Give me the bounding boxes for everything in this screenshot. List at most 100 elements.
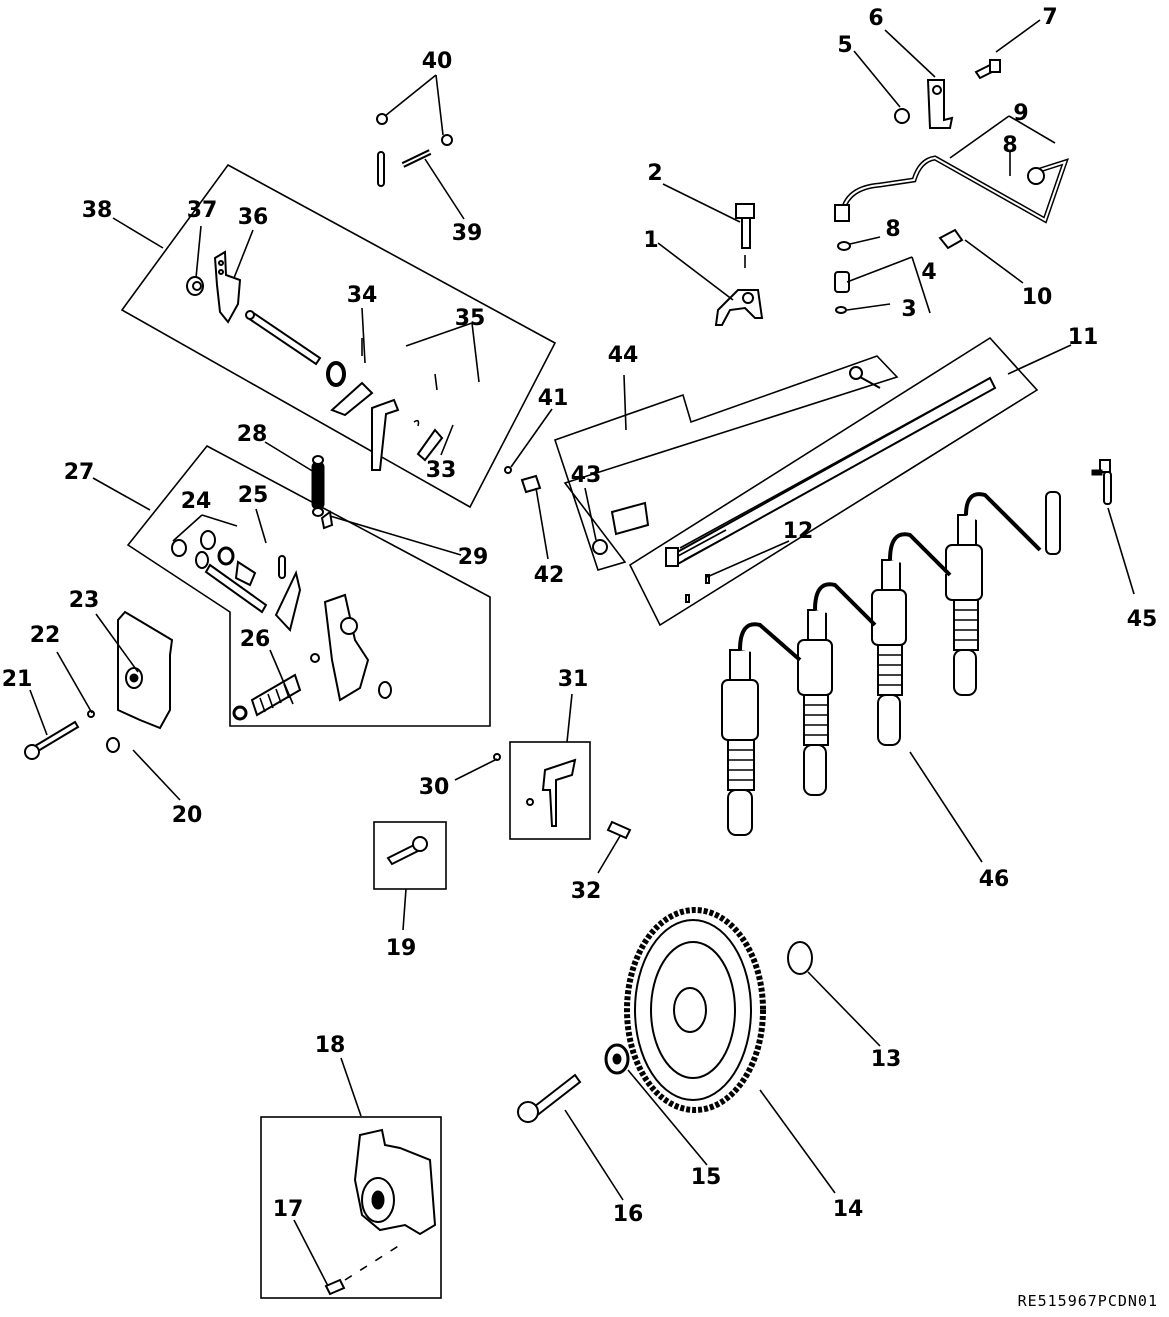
part-31-lever — [526, 758, 577, 827]
group-box-31 — [509, 741, 591, 840]
part-5-spacer — [894, 108, 910, 124]
injection-pump-1 — [721, 649, 759, 836]
callout-35: 35 — [455, 306, 486, 331]
part-11-control-rack — [665, 376, 997, 567]
part-41-clip — [504, 466, 512, 474]
group-box-18 — [260, 1116, 442, 1299]
callout-34: 34 — [347, 283, 378, 308]
part-13-oring — [787, 941, 813, 975]
callout-16: 16 — [613, 1202, 644, 1227]
part-governor-internals — [204, 555, 392, 702]
callout-43: 43 — [571, 463, 602, 488]
callout-5: 5 — [837, 33, 852, 58]
callout-22: 22 — [30, 623, 61, 648]
part-44-sensor — [849, 366, 881, 389]
reference-code: RE515967PCDN01 — [1018, 1292, 1158, 1310]
part-10-fitting — [938, 228, 964, 250]
callout-38: 38 — [82, 198, 113, 223]
part-42-pin — [520, 474, 542, 494]
injection-pump-4 — [945, 514, 983, 696]
callout-6: 6 — [868, 6, 883, 31]
callout-7: 7 — [1042, 5, 1057, 30]
part-28-spring — [311, 455, 325, 517]
part-34-seal — [326, 361, 346, 387]
part-6-bracket — [926, 79, 954, 129]
callout-31: 31 — [558, 667, 589, 692]
callout-36: 36 — [238, 205, 269, 230]
part-9-nut — [834, 204, 850, 222]
callout-28: 28 — [237, 422, 268, 447]
injection-pump-3 — [871, 559, 907, 746]
part-16-bolt — [517, 1073, 582, 1123]
callout-26: 26 — [240, 627, 271, 652]
callout-11: 11 — [1068, 325, 1099, 350]
group-box-27 — [126, 444, 491, 727]
part-15-washer — [604, 1043, 630, 1075]
part-40-nuts — [376, 113, 453, 146]
callout-45: 45 — [1127, 607, 1158, 632]
part-43-bolt-plate — [592, 501, 650, 555]
part-23-cover — [117, 610, 174, 730]
part-39-pins — [377, 149, 432, 187]
part-18-housing — [353, 1128, 437, 1236]
callout-3: 3 — [901, 297, 916, 322]
callout-42: 42 — [534, 563, 565, 588]
part-21-bolt — [24, 720, 80, 760]
part-25-sleeve — [195, 546, 235, 569]
callout-2: 2 — [647, 161, 662, 186]
leader-lines — [29, 19, 1135, 1287]
callout-25: 25 — [238, 483, 269, 508]
callout-20: 20 — [172, 803, 203, 828]
part-shaft — [245, 310, 322, 366]
callout-8a: 8 — [885, 217, 900, 242]
part-26-nut-spring — [232, 673, 302, 721]
callout-15: 15 — [691, 1165, 722, 1190]
callout-14: 14 — [833, 1197, 864, 1222]
part-35-pins — [361, 338, 438, 391]
part-12-pins — [685, 574, 710, 603]
part-7-bolt — [974, 59, 1001, 80]
callout-30: 30 — [419, 775, 450, 800]
injection-pump-2 — [797, 609, 833, 796]
group-box-19 — [373, 821, 447, 890]
callout-10: 10 — [1022, 285, 1053, 310]
callout-41: 41 — [538, 386, 569, 411]
callout-18: 18 — [315, 1033, 346, 1058]
part-24-plugs — [171, 530, 216, 557]
callout-12: 12 — [783, 519, 814, 544]
part-36-lever-bracket — [213, 250, 242, 324]
callout-labels: 1 2 3 4 5 6 7 8 8 9 10 11 12 13 14 15 16… — [2, 5, 1158, 1227]
part-32-stud — [606, 820, 632, 840]
callout-27: 27 — [64, 460, 95, 485]
group-box-11 — [628, 336, 1039, 627]
part-14-gear — [624, 907, 766, 1113]
callout-37: 37 — [187, 198, 218, 223]
callout-19: 19 — [386, 936, 417, 961]
callout-13: 13 — [871, 1047, 902, 1072]
callout-44: 44 — [608, 343, 639, 368]
part-37-bushing — [186, 276, 204, 296]
group-box-44 — [553, 355, 899, 571]
part-9-nut-end — [1027, 167, 1045, 185]
callout-8b: 8 — [1002, 133, 1017, 158]
part-45-sensor — [1091, 459, 1112, 505]
callout-33: 33 — [426, 458, 457, 483]
callout-4: 4 — [921, 260, 936, 285]
callout-29: 29 — [458, 545, 489, 570]
part-9-fuel-line-inner — [841, 156, 1067, 222]
part-29-clip — [320, 510, 334, 530]
callout-40: 40 — [422, 49, 453, 74]
part-30-nut — [493, 753, 501, 761]
part-levers — [330, 381, 444, 471]
part-4-fitting — [834, 271, 850, 293]
group-box-38 — [120, 163, 557, 509]
callout-9: 9 — [1013, 101, 1028, 126]
callout-32: 32 — [571, 879, 602, 904]
callout-24: 24 — [181, 489, 212, 514]
part-1-clamp — [714, 289, 764, 326]
callout-23: 23 — [69, 588, 100, 613]
part-19-bolt — [386, 836, 428, 866]
callout-46: 46 — [979, 867, 1010, 892]
part-3-oring — [835, 306, 847, 314]
